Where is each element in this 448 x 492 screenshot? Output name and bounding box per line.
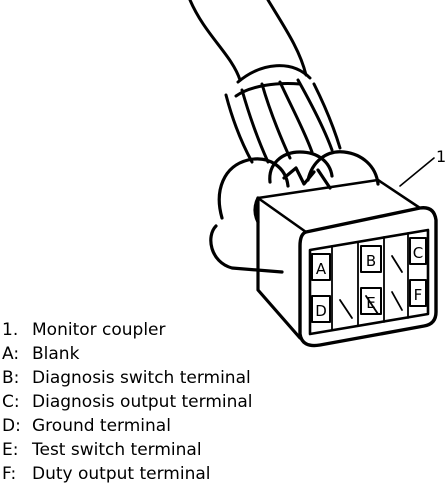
wire-harness [188,0,342,164]
terminal-label-a: A [316,260,327,278]
legend-text: Test switch terminal [32,440,202,460]
legend-key: 1. [2,320,19,340]
legend-item: B: Diagnosis switch terminal [2,366,253,390]
callout-number: 1 [436,147,446,166]
legend-text: Diagnosis switch terminal [32,368,251,388]
legend: 1. Monitor coupler A: Blank B: Diagnosis… [2,318,253,486]
terminal-label-c: C [413,244,423,262]
legend-item: F: Duty output terminal [2,462,253,486]
legend-key: F: [2,464,17,484]
callout-leader-line [399,157,435,187]
legend-key: A: [2,344,20,364]
legend-text: Monitor coupler [32,320,166,340]
terminal-label-e: E [366,294,375,312]
terminal-label-f: F [414,286,423,304]
terminal-window [308,228,430,336]
legend-item: 1. Monitor coupler [2,318,253,342]
legend-key: E: [2,440,19,460]
cable-sleeves [209,150,380,274]
terminal-label-d: D [315,302,327,320]
terminal-label-b: B [366,252,376,270]
legend-text: Duty output terminal [32,464,211,484]
legend-item: A: Blank [2,342,253,366]
legend-item: C: Diagnosis output terminal [2,390,253,414]
legend-item: D: Ground terminal [2,414,253,438]
legend-text: Ground terminal [32,416,171,436]
legend-text: Diagnosis output terminal [32,392,253,412]
legend-item: E: Test switch terminal [2,438,253,462]
legend-text: Blank [32,344,80,364]
coupler-housing [253,178,438,348]
legend-key: B: [2,368,20,388]
legend-key: D: [2,416,21,436]
legend-key: C: [2,392,20,412]
